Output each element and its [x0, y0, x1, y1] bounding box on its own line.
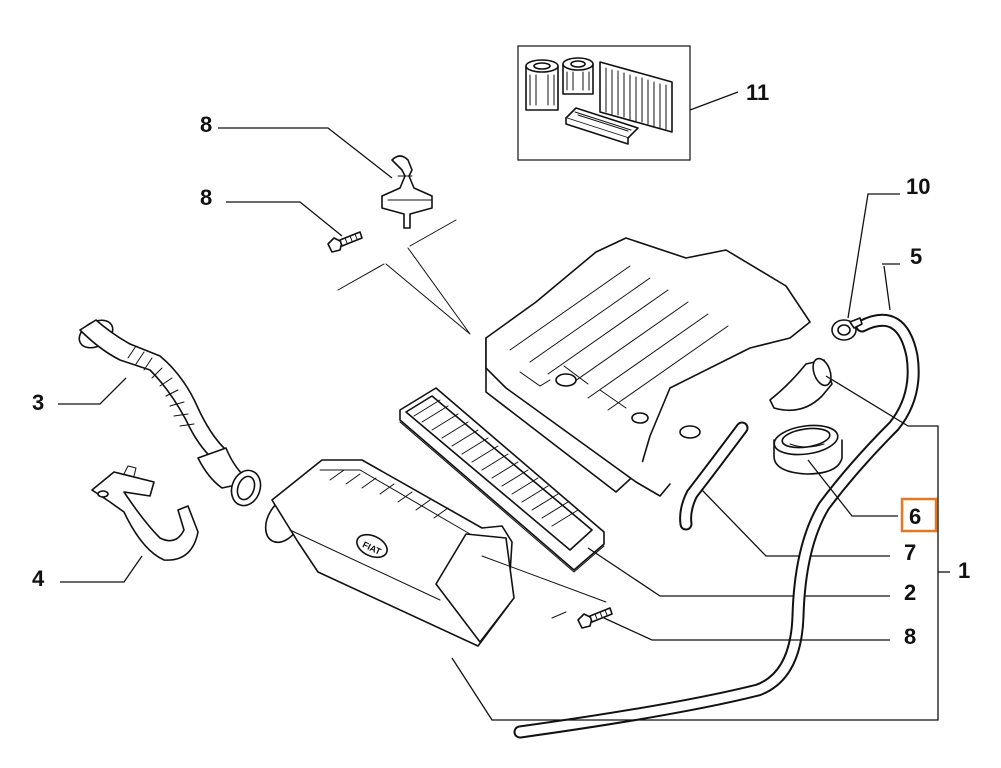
air-filter-lower-housing[interactable]: FIAT [258, 459, 515, 647]
flat-filter-icon [565, 107, 639, 145]
leader-1 [451, 375, 939, 721]
callout-8-top[interactable]: 8 [200, 185, 212, 210]
leader-9 [218, 127, 393, 179]
callout-6-highlight [900, 497, 938, 533]
leader-4 [60, 555, 143, 583]
small-hose-part[interactable] [679, 421, 749, 531]
leader-5 [883, 265, 891, 311]
fuel-filter-icon [562, 57, 594, 95]
callout-11[interactable]: 11 [746, 80, 769, 105]
callout-8-bottom[interactable]: 8 [904, 624, 916, 649]
intake-duct-part[interactable] [74, 315, 265, 510]
callout-2[interactable]: 2 [904, 580, 916, 605]
leader-7 [701, 489, 890, 557]
rubber-seal-part[interactable] [772, 422, 843, 475]
leader-8-top [226, 201, 343, 237]
callout-9[interactable]: 8 [200, 112, 212, 137]
callout-3[interactable]: 3 [32, 390, 44, 415]
hose-clamp-part[interactable] [831, 317, 863, 341]
filter-kit-inset[interactable] [517, 45, 691, 161]
leader-6 [807, 459, 898, 517]
callout-5[interactable]: 5 [910, 244, 922, 269]
callout-10[interactable]: 10 [906, 174, 930, 199]
callout-1[interactable]: 1 [958, 558, 970, 583]
long-hose-part[interactable] [513, 313, 920, 739]
break-line [337, 219, 471, 335]
bolt-bottom-part[interactable] [577, 607, 613, 629]
callout-4[interactable]: 4 [32, 566, 45, 591]
bracket-part[interactable] [91, 465, 199, 561]
leader-10 [847, 193, 900, 319]
callout-6[interactable]: 6 [909, 504, 921, 529]
callout-7[interactable]: 7 [904, 540, 916, 565]
leader-8-bottom [603, 617, 890, 641]
bolt-top-part[interactable] [327, 231, 363, 253]
breather-valve-part[interactable] [381, 155, 433, 229]
cabin-filter-icon [599, 61, 673, 133]
break-line-bottom [481, 555, 607, 619]
air-filter-element-part[interactable] [399, 387, 605, 573]
leader-3 [58, 377, 127, 405]
leader-11 [689, 91, 739, 111]
leader-2 [587, 547, 890, 597]
air-filter-upper-cover[interactable] [485, 237, 834, 497]
oil-filter-icon [525, 59, 559, 111]
